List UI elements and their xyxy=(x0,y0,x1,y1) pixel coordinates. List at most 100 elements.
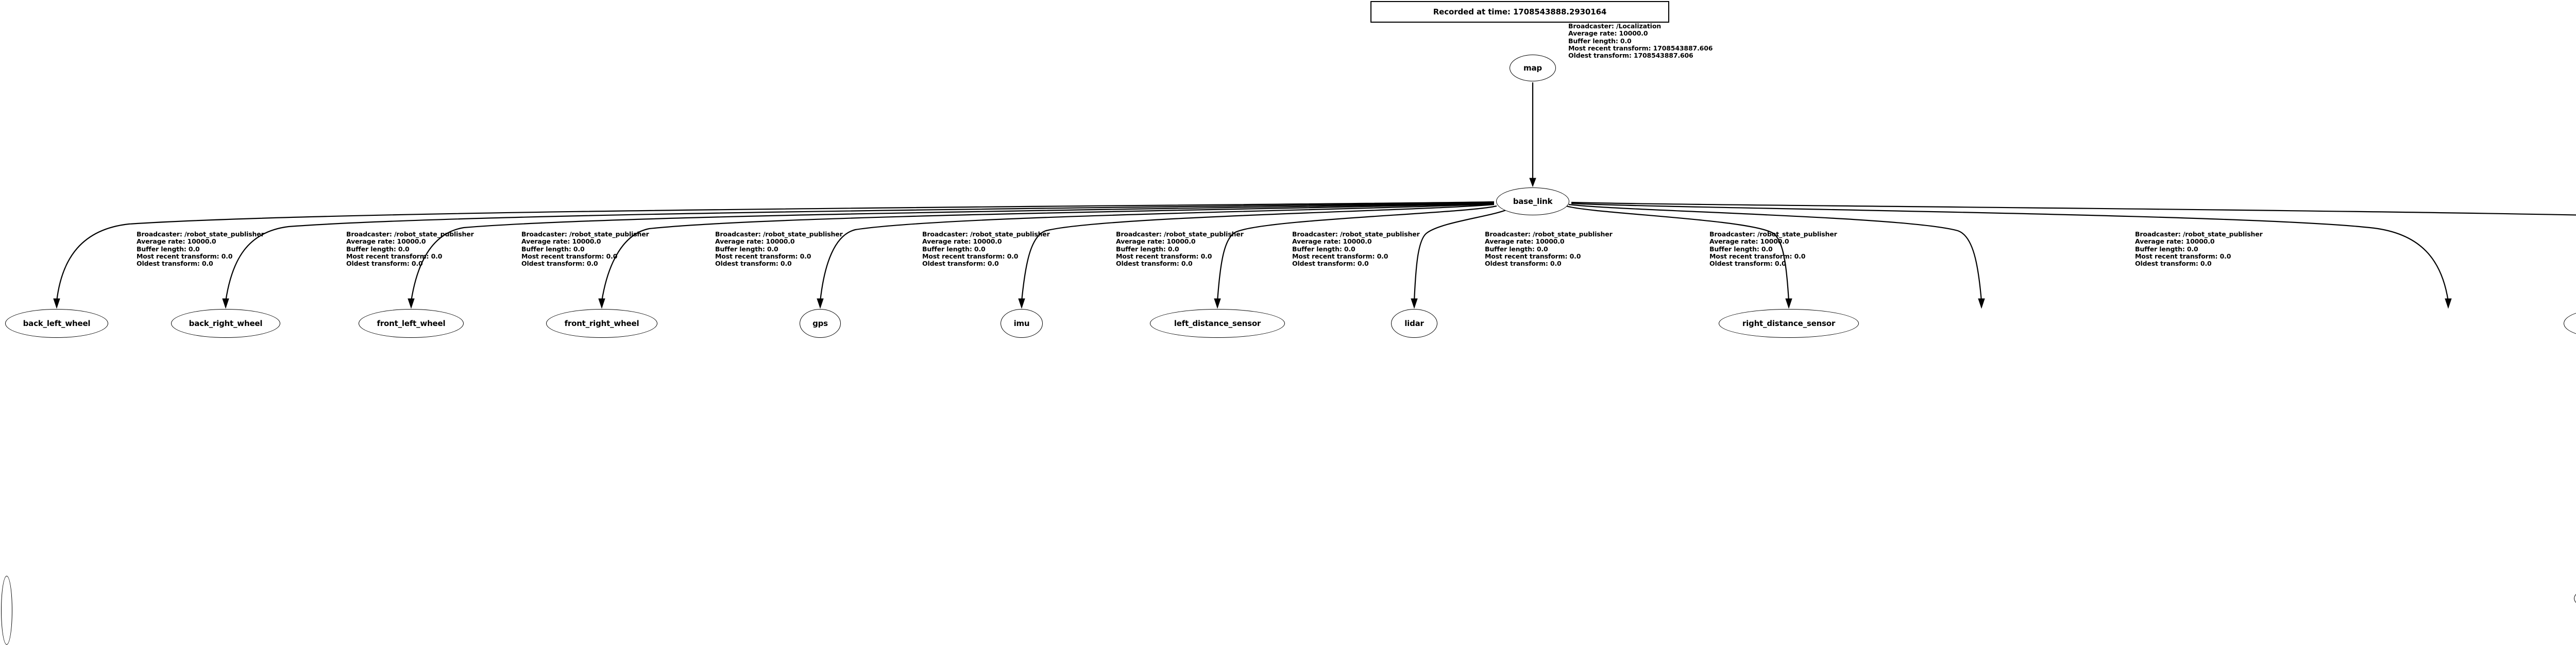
recent-value: 0.0 xyxy=(1794,252,1806,260)
buffer-value: 0.0 xyxy=(1761,245,1773,253)
oldest-value: 0.0 xyxy=(987,260,999,268)
avg-rate-key: Average rate: xyxy=(715,237,766,246)
node-base_link[interactable]: base_link xyxy=(1496,187,1569,215)
avg-rate-value: 10000.0 xyxy=(572,237,601,246)
node-linear_link[interactable]: linear_link xyxy=(2564,309,2576,338)
avg-rate-key: Average rate: xyxy=(1568,29,1619,38)
edge-arrow-map-base_link xyxy=(1529,178,1536,187)
recent-key: Most recent transform: xyxy=(1709,252,1794,260)
node-front_left_wheel[interactable]: front_left_wheel xyxy=(359,309,464,338)
broadcaster-value: /robot_state_publisher xyxy=(1340,230,1420,238)
oldest-key: Oldest transform: xyxy=(1485,260,1550,268)
broadcaster-value: /robot_state_publisher xyxy=(2182,230,2263,238)
node-label-gps: gps xyxy=(812,318,828,328)
avg-rate-key: Average rate: xyxy=(2135,237,2186,246)
avg-rate-key: Average rate: xyxy=(1709,237,1760,246)
edge-line-base_link-cam_lidar xyxy=(1571,202,2449,302)
avg-rate-value: 10000.0 xyxy=(1535,237,1565,246)
buffer-key: Buffer length: xyxy=(521,245,573,253)
recent-key: Most recent transform: xyxy=(1116,252,1201,260)
buffer-key: Buffer length: xyxy=(346,245,398,253)
buffer-key: Buffer length: xyxy=(137,245,189,253)
node-label-back_right_wheel: back_right_wheel xyxy=(189,318,263,328)
buffer-value: 0.0 xyxy=(974,245,986,253)
node-lidar[interactable]: lidar xyxy=(1391,309,1437,338)
edge-label-base_link-gps: Broadcaster: /robot_state_publisher Aver… xyxy=(922,230,1050,268)
buffer-key: Buffer length: xyxy=(922,245,974,253)
recent-value: 1708543887.606 xyxy=(1653,44,1713,52)
node-gps[interactable]: gps xyxy=(800,309,841,338)
avg-rate-value: 10000.0 xyxy=(973,237,1002,246)
recent-value: 0.0 xyxy=(800,252,811,260)
buffer-value: 0.0 xyxy=(398,245,410,253)
avg-rate-value: 10000.0 xyxy=(766,237,795,246)
oldest-key: Oldest transform: xyxy=(346,260,412,268)
recent-key: Most recent transform: xyxy=(1292,252,1377,260)
node-front_right_wheel[interactable]: front_right_wheel xyxy=(546,309,657,338)
recent-value: 0.0 xyxy=(2219,252,2231,260)
broadcaster-value: /robot_state_publisher xyxy=(1757,230,1837,238)
recent-key: Most recent transform: xyxy=(1568,44,1653,52)
recorded-time-box: Recorded at time: 1708543888.2930164 xyxy=(1370,1,1669,23)
node-back_right_wheel[interactable]: back_right_wheel xyxy=(171,309,280,338)
avg-rate-key: Average rate: xyxy=(137,237,188,246)
oldest-key: Oldest transform: xyxy=(1116,260,1181,268)
node-map[interactable]: map xyxy=(1510,55,1556,81)
recent-value: 0.0 xyxy=(606,252,618,260)
oldest-value: 0.0 xyxy=(1181,260,1193,268)
broadcaster-value: /robot_state_publisher xyxy=(970,230,1050,238)
oldest-value: 1708543887.606 xyxy=(1633,52,1693,60)
oldest-value: 0.0 xyxy=(586,260,598,268)
broadcaster-key: Broadcaster: xyxy=(521,230,569,238)
node-unnamed-orphan[interactable] xyxy=(1,576,12,645)
edge-label-base_link-left_distance_sensor: Broadcaster: /robot_state_publisher Aver… xyxy=(1292,230,1420,267)
edge-label-base_link-back_left_wheel: Broadcaster: /robot_state_publisher Aver… xyxy=(137,230,264,268)
buffer-value: 0.0 xyxy=(767,245,778,253)
avg-rate-key: Average rate: xyxy=(346,237,397,246)
broadcaster-value: /robot_state_publisher xyxy=(394,230,474,238)
buffer-value: 0.0 xyxy=(2187,245,2198,253)
recent-value: 0.0 xyxy=(221,252,233,260)
avg-rate-value: 10000.0 xyxy=(397,237,426,246)
buffer-value: 0.0 xyxy=(1344,245,1355,253)
node-left_distance_sensor[interactable]: left_distance_sensor xyxy=(1150,309,1285,338)
recent-key: Most recent transform: xyxy=(521,252,606,260)
node-camera_link[interactable]: camera_link xyxy=(2574,584,2576,613)
edge-label-base_link-right_distance_sensor-dup: Broadcaster: /robot_state_publisher Aver… xyxy=(2135,230,2263,267)
broadcaster-value: /robot_state_publisher xyxy=(762,230,843,238)
broadcaster-value: /robot_state_publisher xyxy=(184,230,264,238)
node-right_distance_sensor[interactable]: right_distance_sensor xyxy=(1719,309,1859,338)
broadcaster-key: Broadcaster: xyxy=(1568,22,1616,30)
broadcaster-key: Broadcaster: xyxy=(1485,230,1533,238)
node-label-lidar: lidar xyxy=(1404,318,1424,328)
buffer-key: Buffer length: xyxy=(1568,37,1620,45)
oldest-value: 0.0 xyxy=(780,260,792,268)
broadcaster-key: Broadcaster: xyxy=(346,230,394,238)
avg-rate-key: Average rate: xyxy=(1485,237,1536,246)
recent-key: Most recent transform: xyxy=(346,252,431,260)
node-label-map: map xyxy=(1523,63,1542,73)
edge-label-map-base_link: Broadcaster: /Localization Average rate:… xyxy=(1568,22,1713,60)
oldest-key: Oldest transform: xyxy=(922,260,988,268)
broadcaster-key: Broadcaster: xyxy=(1292,230,1340,238)
recent-key: Most recent transform: xyxy=(715,252,800,260)
recent-key: Most recent transform: xyxy=(2135,252,2220,260)
buffer-value: 0.0 xyxy=(188,245,200,253)
recent-value: 0.0 xyxy=(1200,252,1212,260)
broadcaster-value: /robot_state_publisher xyxy=(569,230,649,238)
oldest-key: Oldest transform: xyxy=(715,260,781,268)
node-imu[interactable]: imu xyxy=(1001,309,1043,338)
recorded-time-text: Recorded at time: 1708543888.2930164 xyxy=(1433,7,1607,16)
node-label-right_distance_sensor: right_distance_sensor xyxy=(1742,318,1836,328)
edge-label-base_link-front_right_wheel: Broadcaster: /robot_state_publisher Aver… xyxy=(715,230,843,268)
node-label-left_distance_sensor: left_distance_sensor xyxy=(1174,318,1261,328)
recent-value: 0.0 xyxy=(1377,252,1388,260)
broadcaster-value: /robot_state_publisher xyxy=(1163,230,1244,238)
oldest-key: Oldest transform: xyxy=(521,260,587,268)
buffer-value: 0.0 xyxy=(1536,245,1548,253)
oldest-key: Oldest transform: xyxy=(137,260,202,268)
node-back_left_wheel[interactable]: back_left_wheel xyxy=(5,309,108,338)
oldest-key: Oldest transform: xyxy=(1709,260,1775,268)
avg-rate-value: 10000.0 xyxy=(1619,29,1648,38)
